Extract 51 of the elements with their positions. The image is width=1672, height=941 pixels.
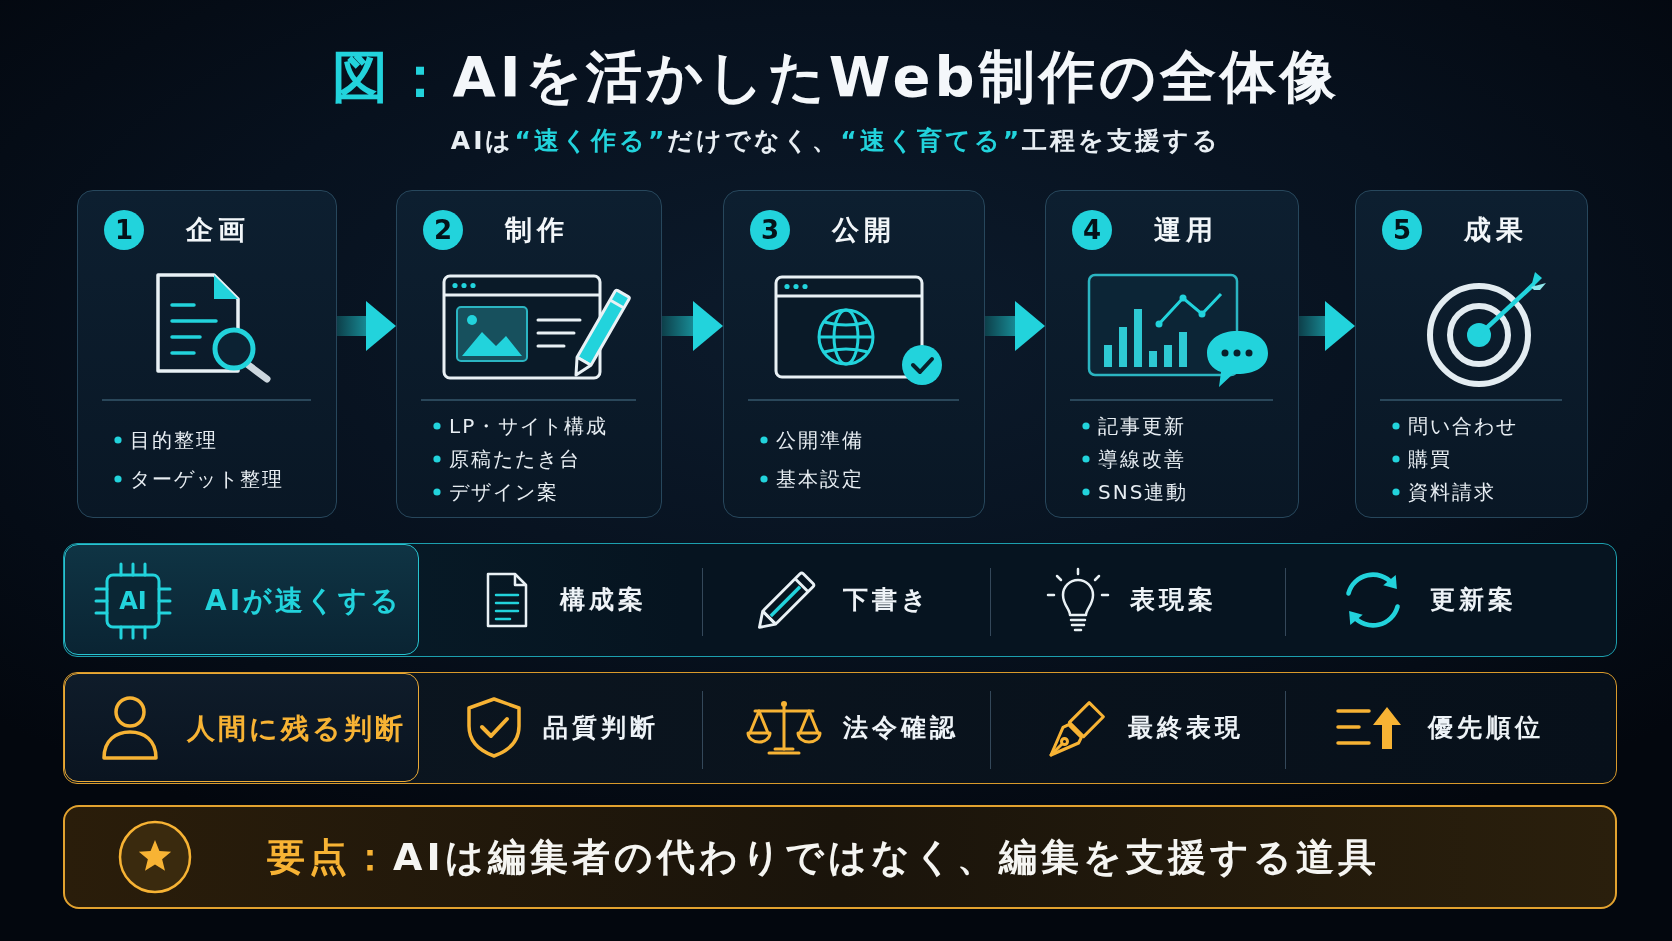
number-badge: 4 — [1072, 210, 1112, 250]
heading-box — [64, 544, 419, 655]
bullet-text: 問い合わせ — [1408, 414, 1518, 438]
row-heading: AIが速くする — [205, 582, 403, 619]
arrow — [1299, 301, 1355, 351]
card-heading: 成果 — [1464, 213, 1528, 247]
bullet-text: 記事更新 — [1098, 414, 1186, 438]
step-card — [1045, 190, 1299, 518]
number-badge: 3 — [750, 210, 790, 250]
item-label: 品質判断 — [542, 711, 659, 744]
chip-label: AI — [118, 586, 148, 616]
arrow — [985, 301, 1045, 351]
item-label: 法令確認 — [842, 711, 959, 744]
summary-text: 要点：AIは編集者の代わりではなく、編集を支援する道具 — [267, 834, 1380, 881]
card-heading: 運用 — [1154, 213, 1218, 247]
bullet-text: LP・サイト構成 — [449, 414, 609, 438]
step-card — [723, 190, 985, 518]
step-card — [1355, 190, 1588, 518]
card-heading: 制作 — [505, 213, 569, 247]
heading-box — [64, 673, 419, 782]
bullet-text: 目的整理 — [130, 427, 218, 452]
item-label: 構成案 — [559, 583, 647, 616]
card-heading: 公開 — [832, 213, 896, 247]
item-label: 下書き — [842, 583, 931, 616]
step-card — [77, 190, 337, 518]
step-card — [396, 190, 662, 518]
card-heading: 企画 — [186, 213, 250, 247]
bullet-text: 原稿たたき台 — [449, 447, 581, 471]
bullet-text: 資料請求 — [1408, 480, 1496, 504]
number-badge: 5 — [1382, 210, 1422, 250]
bullet-text: 購買 — [1408, 447, 1452, 471]
row-panel — [63, 543, 1617, 657]
row-heading: 人間に残る判断 — [187, 710, 406, 747]
bullet-text: 基本設定 — [776, 466, 864, 491]
subtitle: AIは“速く作る”だけでなく、“速く育てる”工程を支援する — [450, 125, 1222, 157]
bullet-text: SNS連動 — [1098, 480, 1189, 504]
number-badge: 2 — [423, 210, 463, 250]
item-label: 優先順位 — [1427, 711, 1544, 744]
summary-panel — [63, 805, 1617, 909]
item-label: 表現案 — [1129, 583, 1217, 616]
arrow — [662, 301, 723, 351]
arrow — [337, 301, 396, 351]
number-badge: 1 — [104, 210, 144, 250]
title: 図：AIを活かしたWeb制作の全体像 — [332, 44, 1340, 110]
bullet-text: 導線改善 — [1098, 447, 1186, 471]
row-panel — [63, 672, 1617, 784]
bullet-text: デザイン案 — [449, 480, 559, 504]
item-label: 更新案 — [1429, 583, 1517, 616]
bullet-text: 公開準備 — [776, 427, 864, 452]
bullet-text: ターゲット整理 — [130, 466, 284, 491]
item-label: 最終表現 — [1127, 711, 1244, 744]
